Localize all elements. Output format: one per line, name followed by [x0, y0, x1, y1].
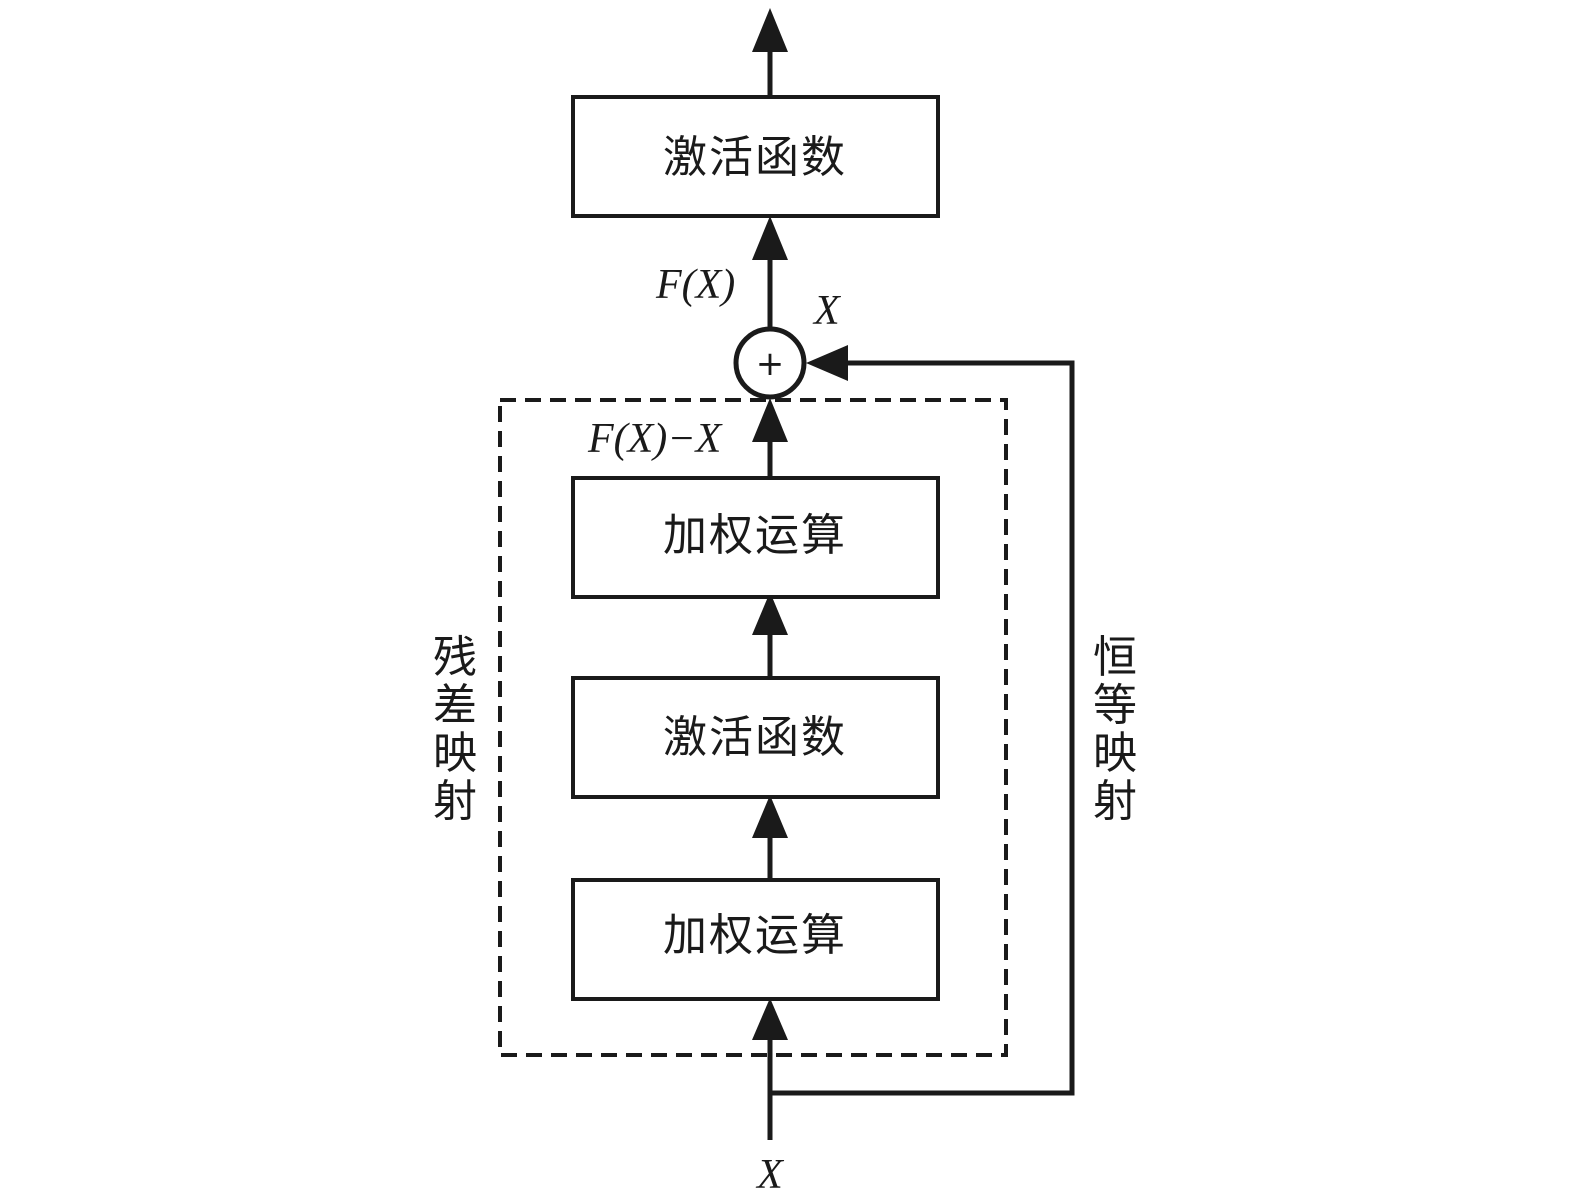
arrowhead-to-middle — [752, 795, 788, 838]
svg-text:差: 差 — [433, 680, 477, 731]
identity-skip-path — [770, 360, 1075, 1096]
middle-activation-label: 激活函数 — [663, 712, 847, 763]
skip-x-label: X — [812, 288, 842, 334]
svg-text:恒: 恒 — [1093, 632, 1137, 683]
svg-text:残: 残 — [433, 632, 477, 683]
arrowhead-to-sum — [752, 398, 788, 442]
upper-weighted-label: 加权运算 — [663, 510, 847, 561]
svg-text:等: 等 — [1093, 680, 1137, 731]
sum-symbol: + — [756, 344, 785, 384]
svg-text:映: 映 — [433, 728, 477, 779]
arrowhead-input — [752, 998, 788, 1040]
residual-output-label: F(X)−X — [587, 416, 724, 462]
identity-mapping-label: 恒 等 映 射 — [1093, 632, 1137, 827]
top-activation-label: 激活函数 — [663, 132, 847, 183]
sum-node: + — [733, 326, 807, 400]
svg-text:射: 射 — [1093, 776, 1137, 827]
svg-text:射: 射 — [433, 776, 477, 827]
residual-mapping-label: 残 差 映 射 — [433, 632, 477, 827]
arrowhead-skip-into-sum — [806, 345, 848, 381]
lower-weighted-block: 加权运算 — [571, 878, 940, 1001]
arrowhead-to-upper — [752, 592, 788, 635]
arrowhead-output — [752, 8, 788, 52]
residual-mapping-region — [498, 398, 1008, 1057]
upper-weighted-block: 加权运算 — [571, 476, 940, 599]
lower-weighted-label: 加权运算 — [663, 910, 847, 961]
middle-activation-block: 激活函数 — [571, 676, 940, 799]
arrowhead-to-top — [752, 216, 788, 260]
input-x-label: X — [755, 1152, 785, 1198]
svg-text:映: 映 — [1093, 728, 1137, 779]
sum-output-label: F(X) — [655, 262, 735, 308]
top-activation-block: 激活函数 — [571, 95, 940, 218]
